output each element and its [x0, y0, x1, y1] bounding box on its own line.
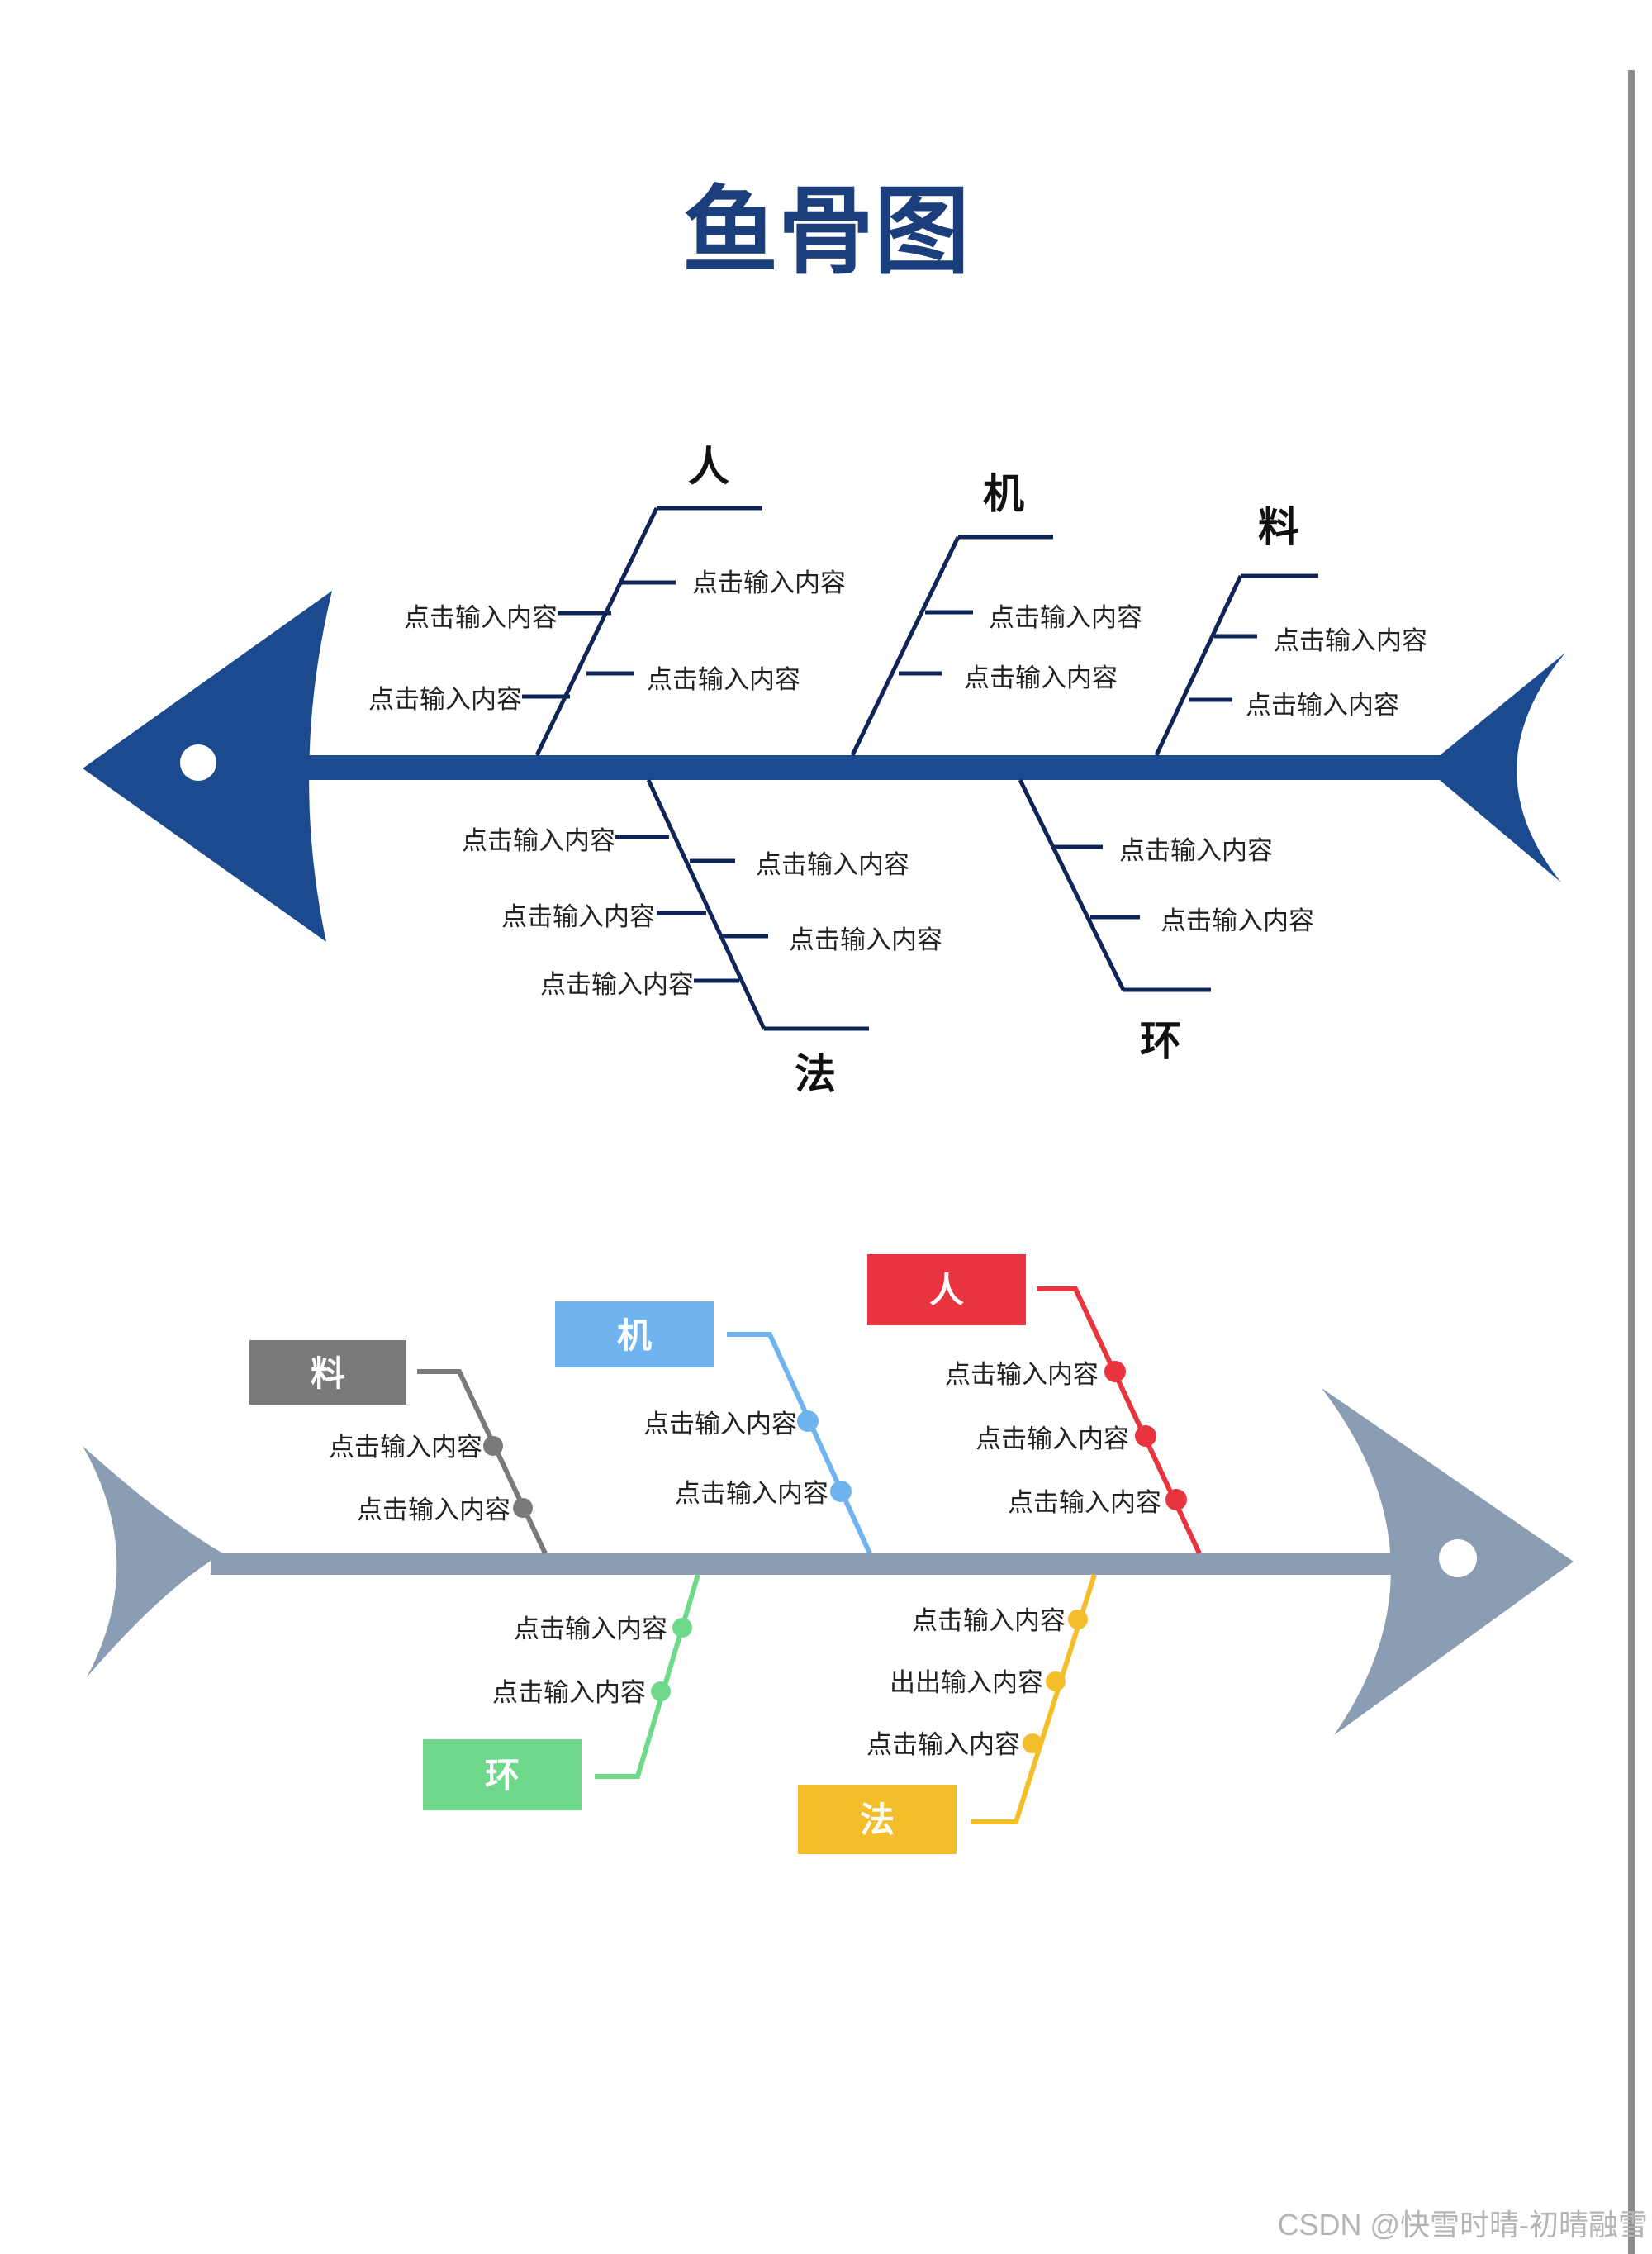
category-ren: 人	[688, 443, 729, 491]
item-ren-2: 点击输入内容	[647, 665, 800, 695]
fish-spine-1	[289, 755, 1446, 780]
item-huan-2: 点击输入内容	[1161, 906, 1314, 936]
category-ji: 机	[983, 470, 1024, 518]
item-liao-2: 点击输入内容	[1246, 691, 1399, 720]
item-ren-3: 点击输入内容	[404, 603, 558, 633]
bone-ji-2	[727, 1332, 872, 1555]
category-label-fa: 法	[860, 1800, 895, 1840]
category-box-ren	[867, 1254, 1026, 1325]
node-liao-1	[483, 1436, 503, 1456]
item2-huan-2: 点击输入内容	[492, 1678, 646, 1708]
node-ji-2	[830, 1481, 852, 1502]
item-fa-4: 点击输入内容	[789, 925, 942, 955]
page-title: 鱼骨图	[682, 175, 970, 288]
node-liao-2	[513, 1498, 533, 1518]
item2-huan-1: 点击输入内容	[514, 1614, 667, 1644]
item-liao-1: 点击输入内容	[1274, 626, 1427, 656]
bone-ren	[534, 506, 659, 757]
bone-huan	[1018, 778, 1126, 991]
item2-ren-2: 点击输入内容	[976, 1424, 1129, 1454]
category-box-fa	[798, 1785, 957, 1854]
item-fa-5: 点击输入内容	[540, 970, 694, 1000]
bone-fa	[646, 778, 767, 1030]
item2-ren-1: 点击输入内容	[945, 1360, 1099, 1390]
item2-liao-1: 点击输入内容	[329, 1433, 482, 1462]
item2-fa-3: 点击输入内容	[866, 1730, 1020, 1760]
node-huan-2	[651, 1681, 671, 1701]
item2-fa-2: 出出输入内容	[890, 1668, 1043, 1698]
item2-ren-3: 点击输入内容	[1008, 1488, 1161, 1518]
bone-huan-2	[595, 1574, 700, 1779]
item-ren-4: 点击输入内容	[368, 685, 522, 715]
item2-liao-2: 点击输入内容	[357, 1496, 510, 1525]
node-ji-1	[797, 1410, 819, 1432]
watermark: CSDN @快雪时晴-初晴融雪	[1277, 2208, 1648, 2242]
fishbone-diagram-1: 人 机 料 法 环 点击输入内容 点击输入内容 点击输入内容 点击输入内容 点击…	[83, 443, 1565, 1098]
category-huan: 环	[1140, 1017, 1181, 1065]
node-ren-2	[1135, 1425, 1156, 1447]
item-fa-3: 点击输入内容	[501, 902, 655, 932]
fish-spine-2	[211, 1553, 1392, 1575]
node-huan-1	[672, 1618, 692, 1638]
category-label-huan: 环	[485, 1755, 520, 1795]
category-box-ji	[555, 1301, 714, 1367]
category-box-huan	[423, 1739, 582, 1810]
bone-fa-2	[971, 1574, 1097, 1824]
bone-ren-2	[1037, 1286, 1202, 1555]
category-fa: 法	[795, 1050, 836, 1098]
bone-liao	[1154, 574, 1243, 757]
bone-ji	[850, 535, 961, 757]
category-label-liao: 料	[311, 1353, 345, 1394]
item-ji-1: 点击输入内容	[989, 603, 1142, 633]
item-ji-2: 点击输入内容	[964, 663, 1118, 693]
item2-ji-2: 点击输入内容	[675, 1479, 828, 1509]
category-box-liao	[249, 1340, 406, 1405]
fish-tail-1	[1425, 653, 1565, 882]
item-huan-1: 点击输入内容	[1119, 836, 1273, 866]
fish-eye-1	[180, 744, 216, 781]
fish-tail-2	[83, 1446, 223, 1677]
node-ren-3	[1165, 1489, 1187, 1510]
item2-ji-1: 点击输入内容	[643, 1410, 797, 1439]
item2-fa-1: 点击输入内容	[912, 1606, 1066, 1636]
node-ren-1	[1104, 1361, 1126, 1382]
fishbone-diagram-2: 人 机 料 环 法 点击输入内容 点击输入内容 点击输入内容 点击输入内容 点击…	[83, 1254, 1574, 1854]
category-label-ren: 人	[929, 1270, 964, 1310]
category-liao: 料	[1258, 503, 1299, 551]
item-fa-1: 点击输入内容	[462, 826, 615, 856]
bone-liao-2	[417, 1369, 548, 1555]
node-fa-1	[1068, 1610, 1088, 1629]
item-ren-1: 点击输入内容	[692, 568, 846, 598]
item-fa-2: 点击输入内容	[756, 850, 909, 880]
fish-eye-2	[1439, 1539, 1477, 1577]
node-fa-2	[1046, 1671, 1066, 1691]
category-label-ji: 机	[617, 1315, 652, 1356]
node-fa-3	[1023, 1733, 1042, 1753]
